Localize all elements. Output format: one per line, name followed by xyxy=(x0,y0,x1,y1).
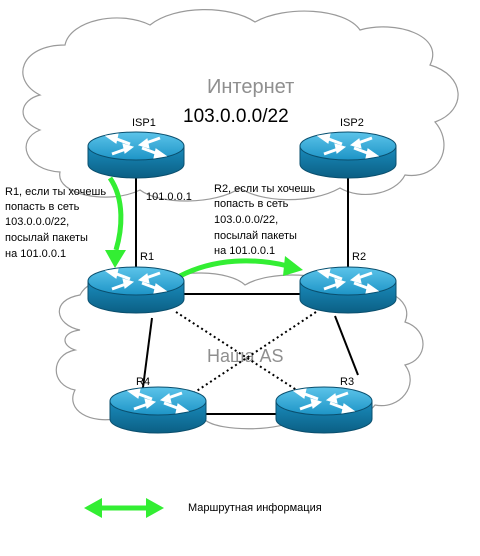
routing-arrows xyxy=(105,176,303,279)
message-line: 103.0.0.0/22, xyxy=(5,216,69,228)
message-r1-to-r2: R2, если ты хочешь попасть в сеть 103.0.… xyxy=(214,183,315,257)
router-r2-label: R2 xyxy=(352,251,366,263)
message-line: на 101.0.0.1 xyxy=(214,245,275,257)
backup-links xyxy=(175,311,317,403)
message-line: посылай пакеты xyxy=(214,230,297,242)
arrow-r1-to-r2-head xyxy=(283,256,303,276)
link-r2-r4 xyxy=(179,311,317,403)
router-r1-label: R1 xyxy=(140,251,154,263)
message-line: попасть в сеть xyxy=(5,201,80,213)
router-r3-label: R3 xyxy=(340,376,354,388)
arrow-isp1-to-r1 xyxy=(107,176,124,251)
message-line: на 101.0.0.1 xyxy=(5,248,66,260)
legend-arrow-right-head xyxy=(146,498,164,518)
message-line: 103.0.0.0/22, xyxy=(214,214,278,226)
link-r1-r4 xyxy=(141,317,153,396)
internet-prefix: 103.0.0.0/22 xyxy=(183,106,289,127)
isp1-address-label: 101.0.0.1 xyxy=(146,191,192,203)
arrow-isp1-to-r1-head xyxy=(105,250,126,268)
legend-arrow-left-head xyxy=(84,498,102,518)
message-line: посылай пакеты xyxy=(5,232,88,244)
router-r2: R2 xyxy=(298,251,398,315)
router-r4: R4 xyxy=(108,376,208,435)
message-line: R1, если ты хочешь xyxy=(5,186,106,198)
as-title: Наша AS xyxy=(207,346,283,366)
router-r4-label: R4 xyxy=(136,376,150,388)
router-isp2-label: ISP2 xyxy=(340,117,364,129)
router-isp2: ISP2 xyxy=(298,117,398,180)
link-r1-r3 xyxy=(175,311,313,401)
router-r3: R3 xyxy=(274,376,374,435)
message-isp1-to-r1: R1, если ты хочешь попасть в сеть 103.0.… xyxy=(5,186,106,260)
legend-label: Маршрутная информация xyxy=(188,502,322,514)
arrow-r1-to-r2 xyxy=(178,258,289,279)
router-isp1-label: ISP1 xyxy=(132,117,156,129)
legend: Маршрутная информация xyxy=(84,498,322,518)
router-isp1: ISP1 xyxy=(86,117,186,180)
message-line: R2, если ты хочешь xyxy=(214,183,315,195)
message-line: попасть в сеть xyxy=(214,198,289,210)
router-r1: R1 xyxy=(86,251,186,315)
internet-title: Интернет xyxy=(207,76,294,98)
links xyxy=(135,175,359,415)
link-r2-r3 xyxy=(334,315,359,376)
